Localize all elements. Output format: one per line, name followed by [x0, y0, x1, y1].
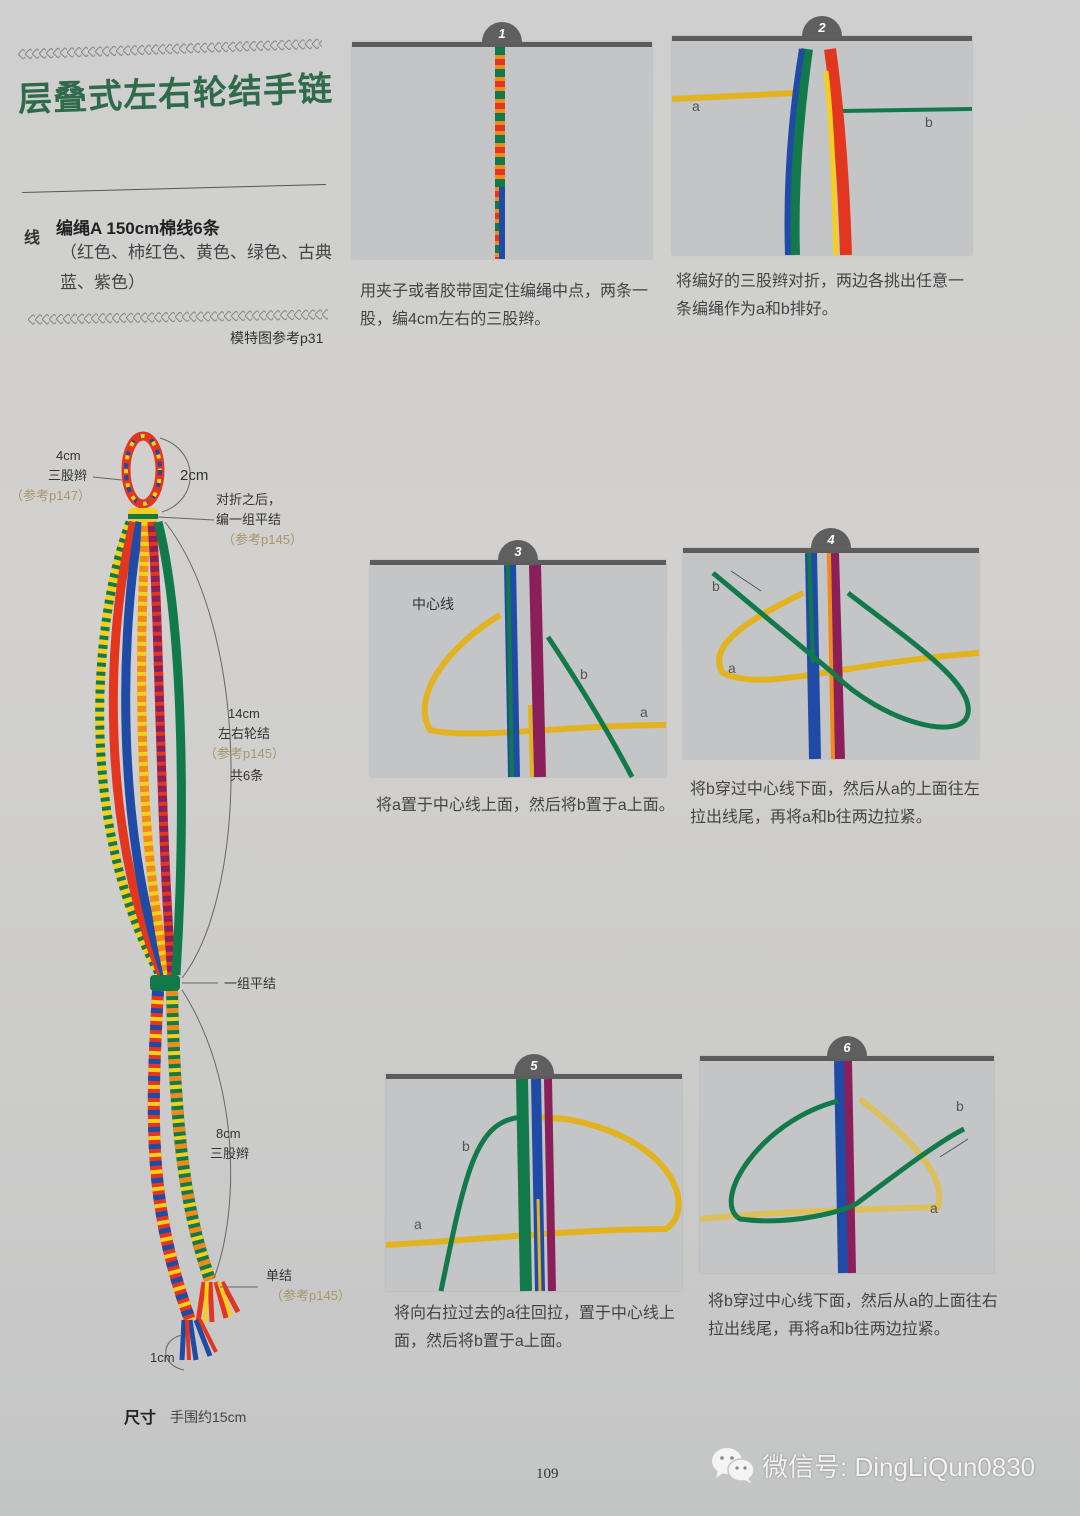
step-6-label-a: a: [930, 1200, 938, 1216]
annotation-8cm: 8cm: [216, 1126, 241, 1141]
step-badge: 6: [827, 1036, 867, 1058]
wavy-divider-top: [17, 38, 323, 60]
step-2-caption: 将编好的三股辫对折，两边各挑出任意一条编绳作为a和b排好。: [676, 273, 965, 318]
watermark: 微信号: DingLiQun0830: [710, 1446, 1035, 1484]
step-5-label-b: b: [462, 1138, 470, 1154]
materials-label: 线: [24, 230, 41, 247]
page-title: 层叠式左右轮结手链: [17, 69, 334, 120]
annotation-ref-p145-a: （参考p145）: [222, 532, 303, 547]
annotation-ref-p145-c: （参考p145）: [270, 1288, 351, 1303]
step-2-label-a: a: [692, 98, 700, 114]
step-5-label-a: a: [414, 1216, 422, 1232]
annotation-ref-p145-b: （参考p145）: [204, 746, 285, 761]
step-2-photo: 2: [671, 16, 973, 256]
step-badge: 1: [482, 22, 522, 44]
step-3-label-a: a: [640, 704, 648, 720]
step-4-label-b: b: [712, 578, 720, 594]
size-value: 手围约15cm: [170, 1409, 247, 1425]
annotation-14cm: 14cm: [228, 706, 260, 721]
page-number: 109: [536, 1466, 559, 1482]
step-5-photo: 5: [385, 1054, 682, 1292]
step-3-photo: 3: [370, 540, 667, 779]
divider-line: [22, 184, 326, 193]
step-4-photo: 4: [683, 528, 980, 760]
annotation-square-knot: 编一组平结: [216, 512, 282, 527]
step-1-caption: 用夹子或者胶带固定住编绳中点，两条一股，编4cm左右的三股辫。: [360, 283, 649, 328]
step-3-label-b: b: [580, 666, 588, 682]
step-4-caption: 将b穿过中心线下面，然后从a的上面往左拉出线尾，再将a和b往两边拉紧。: [690, 781, 980, 826]
annotation-4cm: 4cm: [56, 448, 81, 463]
bracelet-diagram: [92, 431, 258, 1371]
wavy-divider-bottom: [27, 309, 329, 325]
step-1-photo: 1: [352, 22, 652, 259]
step-3-label-center-line: 中心线: [412, 596, 454, 612]
size-label: 尺寸: [124, 1410, 157, 1427]
model-reference: 模特图参考p31: [230, 330, 324, 346]
annotation-six-cords: 共6条: [230, 768, 264, 783]
step-4-label-a: a: [728, 660, 736, 676]
annotation-wheel-knot: 左右轮结: [218, 726, 271, 741]
watermark-text: 微信号: DingLiQun0830: [762, 1451, 1036, 1482]
step-5-caption: 将向右拉过去的a往回拉，置于中心线上面，然后将b置于a上面。: [394, 1305, 675, 1350]
annotation-square-knot-bottom: 一组平结: [224, 976, 277, 991]
annotation-fold: 对折之后，: [216, 492, 282, 507]
step-2-label-b: b: [925, 114, 933, 130]
annotation-ref-p147: （参考p147）: [10, 488, 91, 503]
annotation-overhand-knot: 单结: [266, 1268, 293, 1283]
annotation-braid: 三股辫: [48, 468, 88, 483]
step-badge: 2: [802, 16, 842, 38]
annotation-2cm: 2cm: [180, 467, 209, 484]
step-6-caption: 将b穿过中心线下面，然后从a的上面往右拉出线尾，再将a和b往两边拉紧。: [708, 1293, 998, 1338]
annotation-braid-bottom: 三股辫: [210, 1146, 250, 1161]
materials-main: 编绳A 150cm棉线6条: [56, 219, 220, 238]
step-badge: 4: [811, 528, 851, 550]
materials-colors: （红色、柿红色、黄色、绿色、古典蓝、紫色）: [60, 243, 332, 292]
step-6-label-b: b: [956, 1098, 964, 1114]
step-3-caption: 将a置于中心线上面，然后将b置于a上面。: [376, 797, 675, 814]
step-6-photo: 6: [699, 1036, 994, 1274]
step-badge: 3: [498, 540, 538, 562]
step-badge: 5: [514, 1054, 554, 1076]
wechat-icon: [710, 1446, 756, 1484]
annotation-1cm: 1cm: [150, 1350, 175, 1365]
